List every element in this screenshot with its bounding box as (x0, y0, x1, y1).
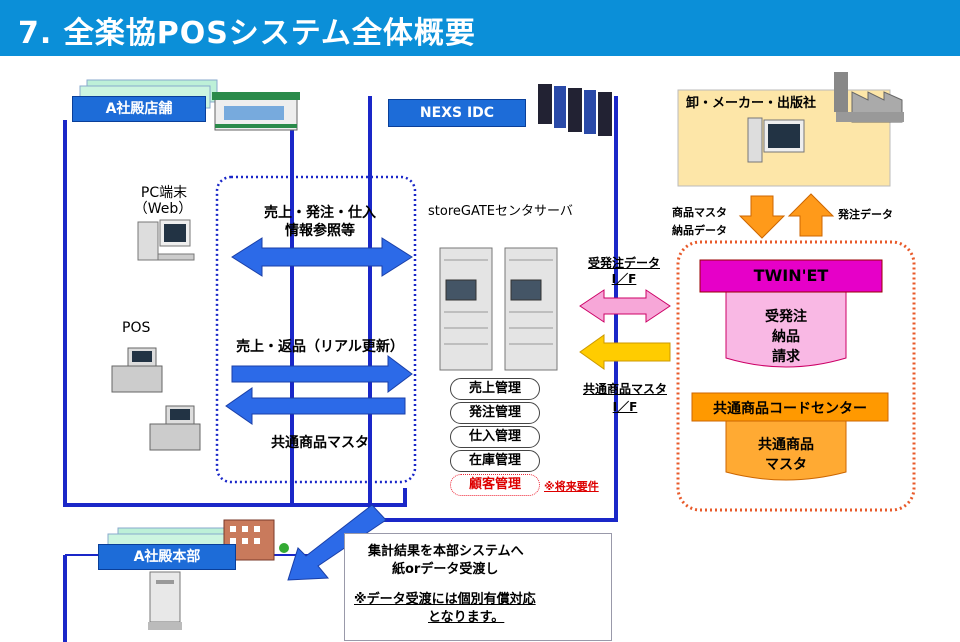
codecenter-line1: 共通商品 (758, 437, 814, 453)
common-master-label: 共通商品マスタ (271, 435, 369, 451)
module-inventory: 在庫管理 (450, 450, 540, 472)
codecenter-cylinder (725, 419, 847, 481)
master-if-label: I／F (612, 400, 638, 414)
store-label: A社殿店舗 (72, 96, 206, 122)
note-line3: ※データ受渡には個別有償対応 (354, 592, 536, 607)
master-if-arrow (579, 334, 671, 370)
realtime-arrow (231, 355, 413, 393)
inquiry-label-line1: 売上・発注・仕入 (264, 205, 376, 221)
master-arrow (225, 387, 406, 425)
note-line2: 紙orデータ受渡し (392, 562, 499, 577)
server-label: storeGATEセンタサーバ (428, 204, 573, 219)
twinet-line1: 受発注 (765, 309, 807, 325)
supplier-down-label-2: 納品データ (672, 224, 727, 237)
supplier-up-arrow (787, 193, 835, 237)
server-rack-2 (504, 247, 558, 371)
idc-label: NEXS IDC (388, 99, 526, 127)
twinet-line2: 納品 (772, 329, 800, 345)
idc-rack-icon (538, 84, 612, 136)
codecenter-header-bg (691, 392, 889, 422)
supplier-up-label: 発注データ (838, 208, 893, 221)
note-line1: 集計結果を本部システムへ (368, 544, 524, 559)
codecenter-header: 共通商品コードセンター (713, 401, 867, 417)
twinet-header-bg (699, 259, 883, 293)
twinet-cylinder (725, 291, 847, 368)
order-if-label: I／F (611, 272, 637, 286)
hq-server-icon (148, 571, 182, 630)
supplier-down-label-1: 商品マスタ (672, 206, 727, 219)
supplier-pc-icon (747, 117, 805, 163)
hq-label: A社殿本部 (98, 544, 236, 570)
codecenter-line2: マスタ (765, 457, 807, 473)
master-data-label: 共通商品マスタ (582, 382, 667, 396)
note-box (344, 533, 612, 641)
module-ordering: 発注管理 (450, 402, 540, 424)
future-requirement-note: ※将来要件 (544, 480, 599, 493)
pc-terminal-web-label: （Web） (133, 201, 193, 217)
module-purchasing: 仕入管理 (450, 426, 540, 448)
order-if-arrow (579, 289, 671, 323)
inquiry-double-arrow (231, 237, 413, 277)
network-dotted-box (215, 175, 417, 484)
title-bar (0, 0, 960, 56)
pos-terminal-2 (149, 405, 201, 451)
hq-building-icon (223, 519, 289, 561)
realtime-update-label: 売上・返品（リアル更新） (236, 339, 404, 355)
pos-label: POS (122, 320, 151, 336)
store-building-icon (212, 92, 300, 131)
module-sales: 売上管理 (450, 378, 540, 400)
inquiry-label-line2: 情報参照等 (285, 223, 355, 239)
slide-title: 7. 全楽協POSシステム全体概要 (18, 16, 476, 51)
order-data-label: 受発注データ (587, 256, 660, 270)
supplier-down-arrow (738, 195, 786, 239)
store-frame (63, 120, 407, 507)
hq-arrow (287, 504, 387, 581)
pc-terminal-label: PC端末 (140, 185, 188, 201)
store-pc-icon (137, 219, 195, 261)
external-dotted-box (676, 240, 916, 512)
pos-terminal-1 (111, 347, 163, 393)
module-customer: 顧客管理 (450, 474, 540, 496)
server-rack-1 (439, 247, 493, 371)
note-line4: となります。 (428, 610, 505, 625)
twinet-header: TWIN'ET (753, 266, 829, 285)
factory-icon (834, 72, 904, 123)
supplier-label: 卸・メーカー・出版社 (686, 96, 817, 111)
twinet-line3: 請求 (772, 349, 800, 365)
